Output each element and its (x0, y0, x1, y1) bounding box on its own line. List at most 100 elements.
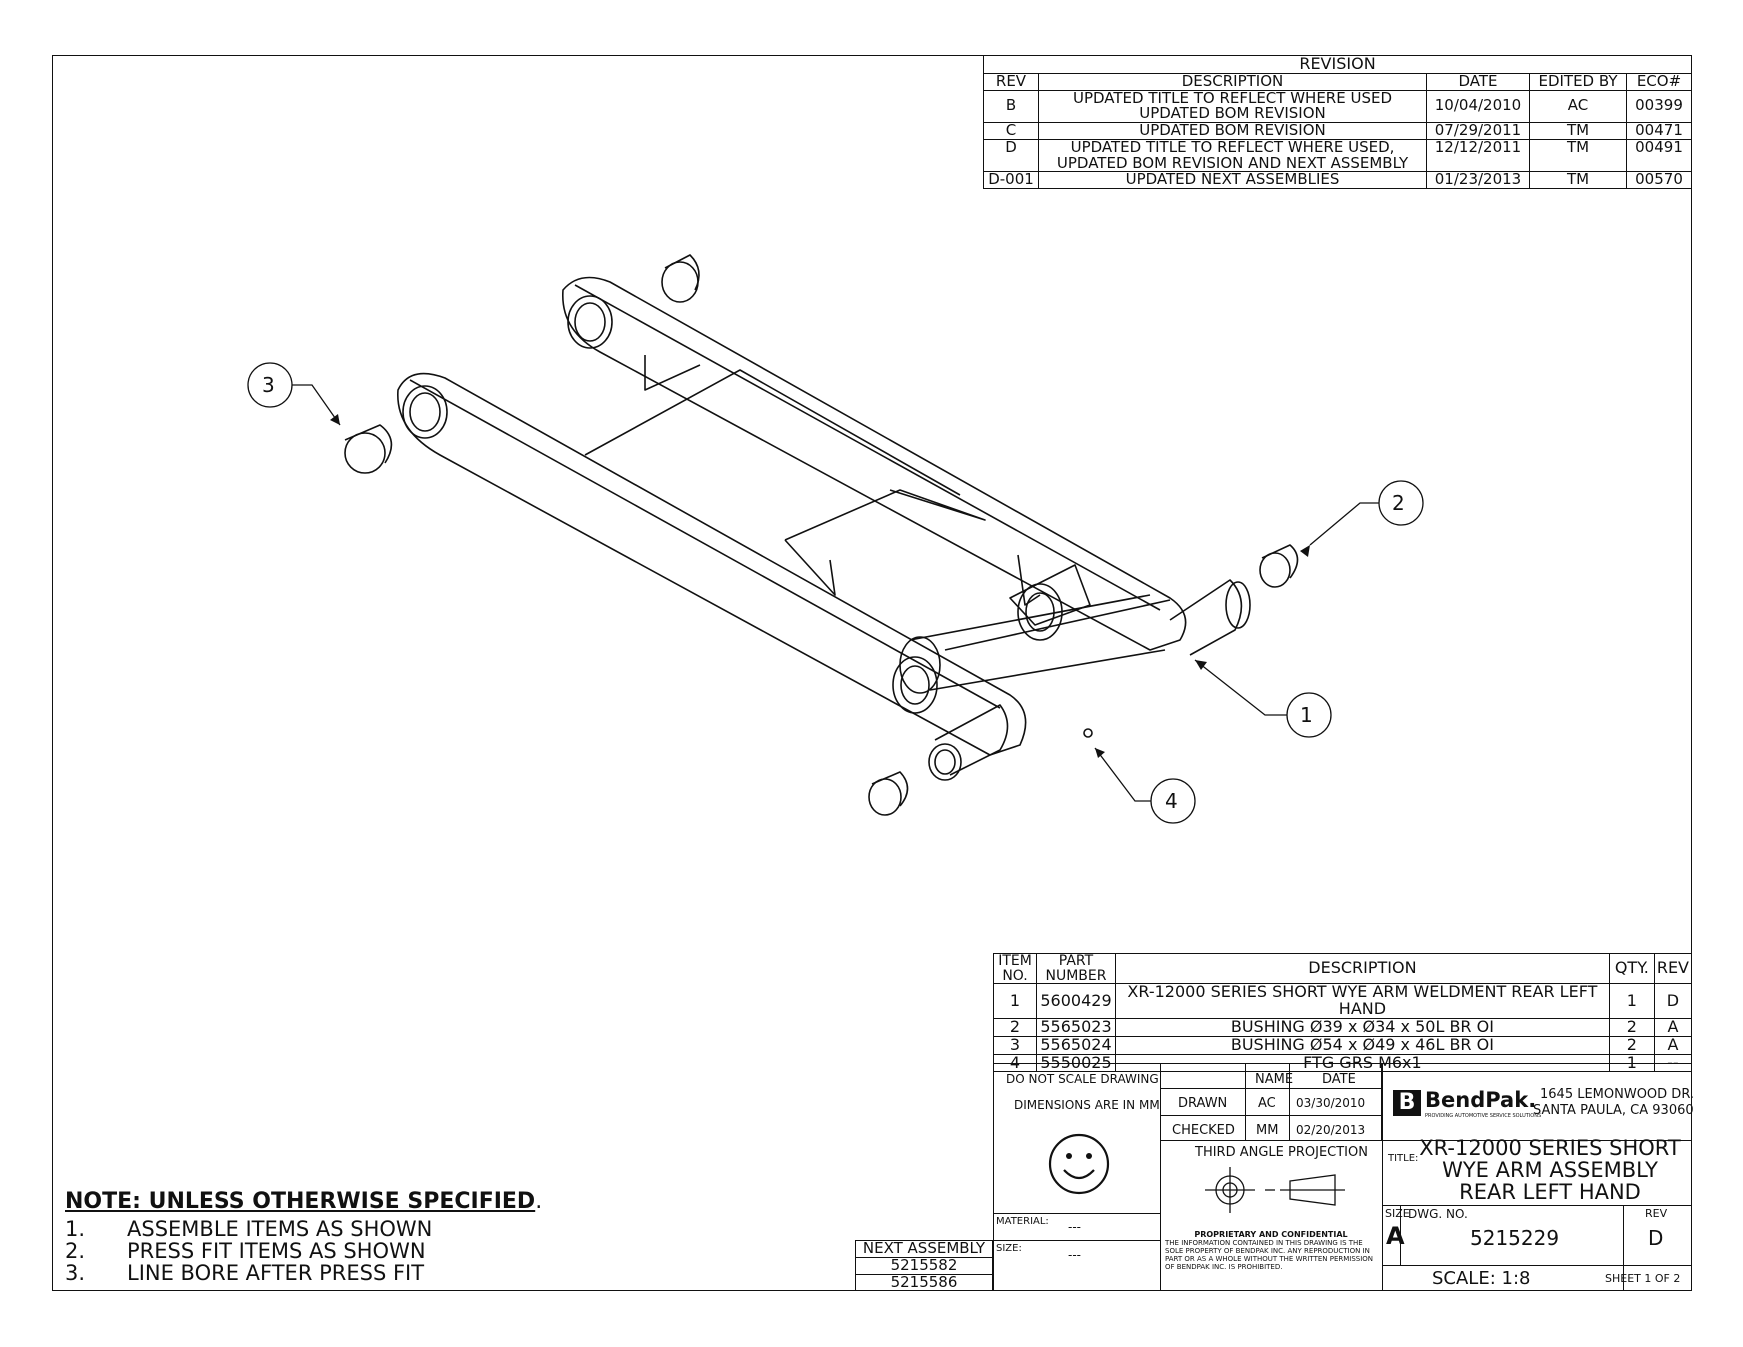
revision-rev: D-001 (983, 171, 1039, 190)
next-assembly-value: 5215582 (855, 1256, 993, 1275)
bom-item: 2 (993, 1017, 1037, 1037)
revision-edited-by: TM (1529, 138, 1627, 173)
balloon-4-label: 4 (1165, 789, 1178, 813)
third-angle-projection-icon (1205, 1167, 1345, 1213)
next-assembly-value: 5215586 (855, 1273, 993, 1292)
dwg-label: DWG. NO. (1408, 1207, 1468, 1221)
size-label: SIZE (1385, 1207, 1410, 1220)
revision-date: 01/23/2013 (1426, 171, 1530, 190)
bom-row: 4 5550025 FTG GRS M6x1 1 -- (993, 1053, 1693, 1073)
bom-rev: -- (1653, 1053, 1693, 1073)
bom-qty: 2 (1608, 1017, 1655, 1037)
bom-item: 3 (993, 1035, 1037, 1055)
rev-value: D (1648, 1226, 1664, 1250)
bom-item: 4 (993, 1053, 1037, 1073)
bom-header-description: DESCRIPTION (1115, 952, 1610, 985)
bom-description: BUSHING Ø39 x Ø34 x 50L BR OI (1115, 1017, 1610, 1037)
lower-plate-hole (402, 385, 448, 439)
bill-of-materials: ITEM NO. PART NUMBER DESCRIPTION QTY. RE… (993, 952, 1693, 1073)
company-tagline: PROVIDING AUTOMOTIVE SERVICE SOLUTIONS (1425, 1113, 1542, 1119)
upper-plate-hole (567, 295, 613, 349)
title-label: TITLE: (1388, 1153, 1419, 1164)
upper-side-plate (562, 276, 1187, 651)
name-header: NAME (1255, 1072, 1294, 1087)
balloon-1-label: 1 (1300, 703, 1313, 727)
bushing-item-3 (344, 424, 393, 474)
bom-item: 1 (993, 983, 1037, 1019)
size-value: A (1386, 1222, 1405, 1250)
address-line-1: 1645 LEMONWOOD DR. (1540, 1087, 1695, 1102)
revision-header-rev: REV (983, 72, 1039, 91)
bom-part: 5565024 (1036, 1035, 1116, 1055)
bushing-item-2-bottom (868, 771, 909, 816)
note-item: 3.LINE BORE AFTER PRESS FIT (65, 1261, 425, 1285)
revision-date: 10/04/2010 (1426, 89, 1530, 124)
material-label: MATERIAL: (996, 1216, 1049, 1227)
scale: SCALE: 1:8 (1432, 1268, 1531, 1289)
bom-row: 2 5565023 BUSHING Ø39 x Ø34 x 50L BR OI … (993, 1017, 1693, 1037)
bushing-item-3-top (661, 254, 700, 303)
size-label-left: SIZE: (996, 1243, 1022, 1254)
bom-row: 3 5565024 BUSHING Ø54 x Ø49 x 46L BR OI … (993, 1035, 1693, 1055)
notes-list: 1.ASSEMBLE ITEMS AS SHOWN 2.PRESS FIT IT… (65, 1218, 432, 1284)
revision-date: 07/29/2011 (1426, 122, 1530, 140)
bom-description: FTG GRS M6x1 (1115, 1053, 1610, 1073)
drawn-name: AC (1258, 1096, 1276, 1111)
note-item: 1.ASSEMBLE ITEMS AS SHOWN (65, 1217, 433, 1241)
revision-rev: B (983, 89, 1039, 124)
revision-row: D-001 UPDATED NEXT ASSEMBLIES 01/23/2013… (983, 171, 1692, 190)
revision-description: UPDATED BOM REVISION (1038, 122, 1427, 140)
revision-header-description: DESCRIPTION (1038, 72, 1427, 91)
bushing-item-2 (1259, 544, 1299, 588)
checked-label: CHECKED (1172, 1123, 1235, 1138)
bom-qty: 2 (1608, 1035, 1655, 1055)
rev-label: REV (1645, 1207, 1668, 1220)
cross-tube (909, 594, 1166, 691)
note-item: 2.PRESS FIT ITEMS AS SHOWN (65, 1239, 426, 1263)
bom-part: 5600429 (1036, 983, 1116, 1019)
next-assembly-label: NEXT ASSEMBLY (855, 1240, 993, 1258)
drawn-date: 03/30/2010 (1296, 1096, 1366, 1110)
projection-label: THIRD ANGLE PROJECTION (1195, 1145, 1368, 1160)
material-value: --- (1068, 1220, 1081, 1234)
revision-edited-by: TM (1529, 171, 1627, 190)
pin-right (1169, 579, 1243, 656)
web-plate (584, 369, 961, 496)
do-not-scale: DO NOT SCALE DRAWING (1006, 1072, 1159, 1086)
revision-row: C UPDATED BOM REVISION 07/29/2011 TM 004… (983, 122, 1692, 140)
revision-eco: 00491 (1626, 138, 1692, 173)
grease-fitting (1083, 728, 1093, 738)
revision-edited-by: TM (1529, 122, 1627, 140)
revision-eco: 00399 (1626, 89, 1692, 124)
address-line-2: SANTA PAULA, CA 93060 (1533, 1103, 1694, 1118)
bom-header-qty: QTY. (1608, 952, 1655, 985)
revision-row: D UPDATED TITLE TO REFLECT WHERE USED,UP… (983, 138, 1692, 173)
checked-date: 02/20/2013 (1296, 1123, 1366, 1137)
dwg-number: 5215229 (1470, 1226, 1560, 1250)
pin-left (934, 704, 1009, 776)
date-header: DATE (1322, 1072, 1356, 1087)
bom-part: 5550025 (1036, 1053, 1116, 1073)
revision-edited-by: AC (1529, 89, 1627, 124)
revision-header-edited-by: EDITED BY (1529, 72, 1627, 91)
revision-title: REVISION (983, 55, 1692, 74)
revision-description: UPDATED NEXT ASSEMBLIES (1038, 171, 1427, 190)
lower-side-plate (397, 372, 1027, 756)
revision-eco: 00570 (1626, 171, 1692, 190)
revision-table: REVISION REV DESCRIPTION DATE EDITED BY … (983, 55, 1692, 190)
bom-rev: A (1653, 1017, 1693, 1037)
bushing-boss (1017, 583, 1063, 641)
revision-header-eco: ECO# (1626, 72, 1692, 91)
drawn-label: DRAWN (1178, 1096, 1228, 1111)
bom-qty: 1 (1608, 983, 1655, 1019)
dimensions-note: DIMENSIONS ARE IN MM (1014, 1098, 1160, 1112)
company-logo-text: BendPak. (1425, 1088, 1537, 1112)
revision-description: UPDATED TITLE TO REFLECT WHERE USED,UPDA… (1038, 138, 1427, 173)
notes-title: NOTE: UNLESS OTHERWISE SPECIFIED. (65, 1189, 543, 1214)
balloon-3-label: 3 (262, 373, 275, 397)
bom-row: 1 5600429 XR-12000 SERIES SHORT WYE ARM … (993, 983, 1693, 1019)
bom-header-part: PART NUMBER (1036, 952, 1116, 985)
bom-description: XR-12000 SERIES SHORT WYE ARM WELDMENT R… (1115, 983, 1610, 1019)
bom-part: 5565023 (1036, 1017, 1116, 1037)
